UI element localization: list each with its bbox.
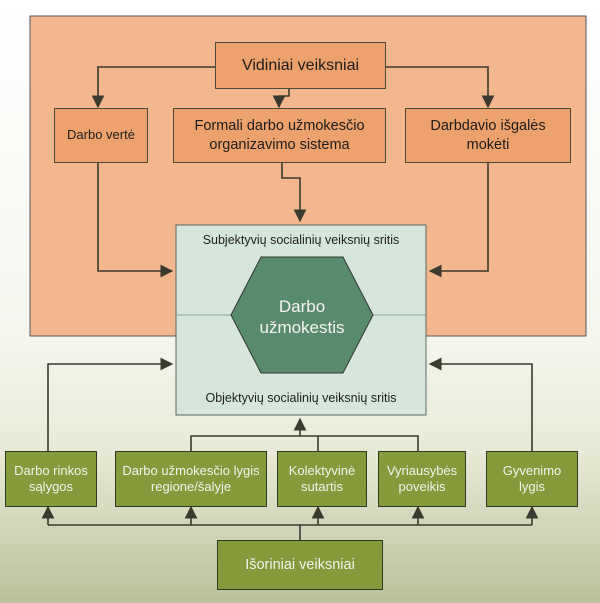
government-influence-label: Vyriausybės poveikis: [386, 462, 458, 494]
living-standard-label: Gyvenimo lygis: [502, 462, 562, 494]
collective-agreement-label: Kolektyvinė sutartis: [288, 462, 356, 494]
external-factors-title: Išoriniai veiksniai: [245, 556, 355, 573]
government-influence-box: Vyriausybės poveikis: [378, 451, 466, 507]
regional-pay-label: Darbo užmokesčio lygis regione/šalyje: [122, 462, 260, 494]
pay-system-box: Formali darbo užmokesčio organizavimo si…: [173, 108, 386, 163]
living-standard-box: Gyvenimo lygis: [486, 451, 578, 507]
labor-market-label: Darbo rinkos sąlygos: [14, 462, 88, 494]
internal-factors-title: Vidiniai veiksniai: [241, 56, 360, 74]
internal-factors-box: Vidiniai veiksniai: [215, 42, 386, 89]
employer-ability-label: Darbdavio išgalės mokėti: [430, 118, 546, 153]
collective-agreement-box: Kolektyvinė sutartis: [277, 451, 367, 507]
employer-ability-box: Darbdavio išgalės mokėti: [405, 108, 571, 163]
core-hexagon: [230, 256, 374, 374]
labor-market-box: Darbo rinkos sąlygos: [5, 451, 97, 507]
work-value-label: Darbo vertė: [67, 127, 135, 143]
work-value-box: Darbo vertė: [54, 108, 148, 163]
subjective-zone-label: Subjektyvių socialinių veiksnių sritis: [202, 233, 400, 247]
external-factors-box: Išoriniai veiksniai: [217, 540, 383, 590]
core-label: Darbo užmokestis: [259, 297, 345, 338]
pay-system-label: Formali darbo užmokesčio organizavimo si…: [194, 118, 365, 153]
internal-connectors: [91, 66, 495, 278]
objective-zone-label: Objektyvių socialinių veiksnių sritis: [205, 391, 397, 405]
external-connectors: [41, 357, 539, 540]
regional-pay-box: Darbo užmokesčio lygis regione/šalyje: [115, 451, 267, 507]
